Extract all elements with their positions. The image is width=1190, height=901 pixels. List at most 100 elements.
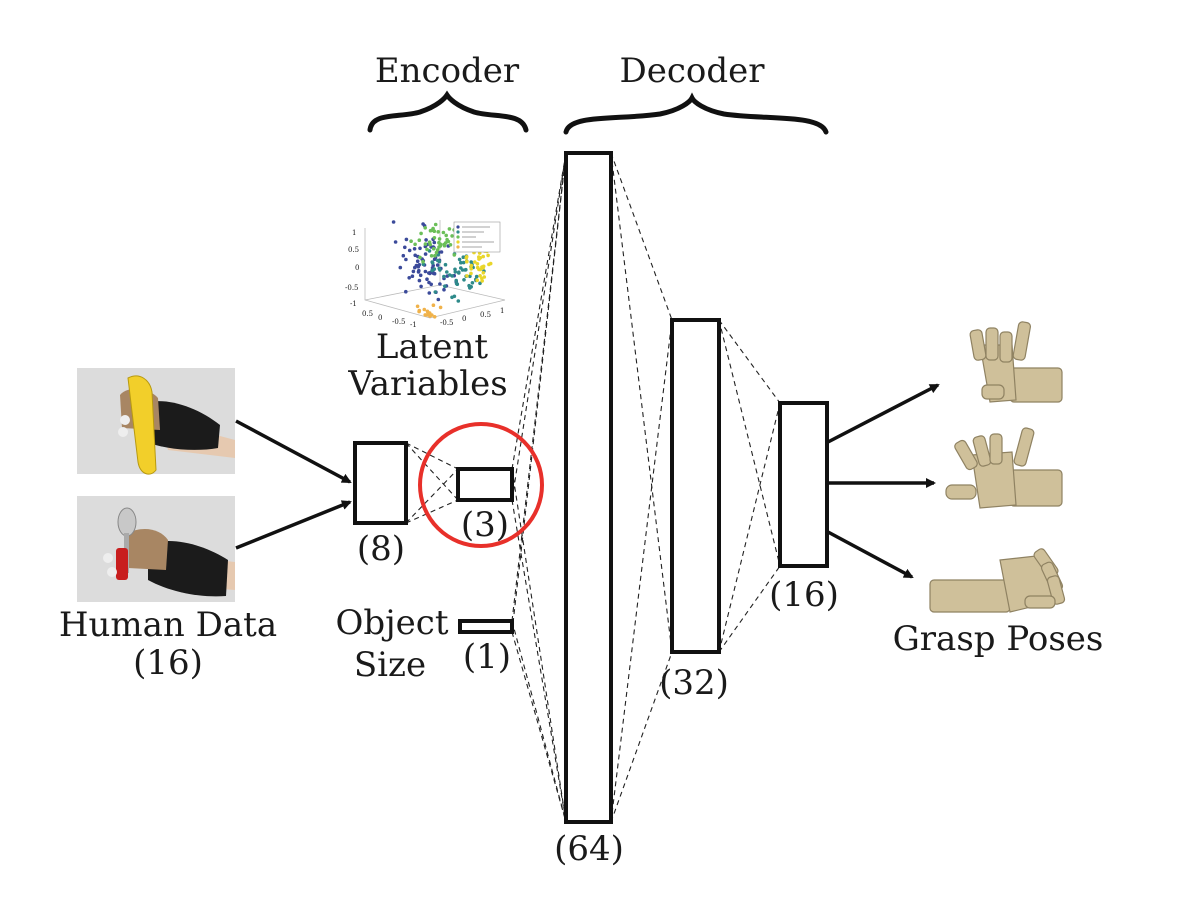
dashed-connections	[405, 152, 781, 823]
y-tick-label: 0	[355, 264, 359, 272]
latent-highlight-circle	[418, 422, 544, 548]
scatter-point	[427, 311, 432, 315]
layer-8-label: (8)	[357, 529, 405, 569]
scatter-point	[433, 253, 437, 258]
scatter-point	[474, 274, 479, 279]
scatter-point	[459, 266, 463, 270]
scatter-point	[432, 315, 437, 319]
layer-1-label: (1)	[463, 637, 511, 677]
scatter-point	[418, 255, 422, 260]
scatter-point	[419, 284, 423, 289]
input-arrow	[235, 419, 352, 484]
scatter-point	[411, 269, 416, 274]
scatter-point	[407, 276, 412, 280]
scatter-point	[433, 222, 438, 227]
scatter-point	[445, 270, 449, 274]
latent-label-line1: Latent	[376, 327, 489, 367]
layer-1-box	[458, 619, 514, 634]
scatter-point	[407, 248, 412, 253]
scatter-point	[435, 248, 440, 252]
scatter-point	[413, 242, 417, 247]
layer-64-label: (64)	[554, 829, 624, 869]
scatter-point	[398, 265, 403, 270]
scatter-point	[442, 287, 446, 292]
scatter-point	[404, 237, 409, 242]
scatter-point	[465, 259, 469, 264]
scatter-legend	[453, 221, 501, 253]
layer-3-label: (3)	[461, 505, 509, 545]
scatter-point	[447, 227, 452, 231]
y-tick-label: 0.5	[348, 246, 359, 254]
scatter-point	[442, 243, 447, 248]
scatter-point	[427, 291, 432, 295]
scatter-point	[469, 263, 474, 268]
scatter-point	[477, 255, 481, 259]
decoder-label: Decoder	[619, 51, 765, 91]
scatter-point	[425, 247, 429, 252]
object-size-label-line2: Size	[354, 645, 426, 685]
human-data-dim: (16)	[133, 643, 203, 683]
scatter-point	[454, 281, 459, 286]
x-tick-label: 0.5	[362, 310, 373, 318]
scatter-point	[453, 270, 458, 274]
scatter-point	[413, 253, 418, 258]
scatter-point	[418, 273, 423, 278]
layer-32-label: (32)	[659, 663, 729, 703]
scatter-point	[417, 278, 422, 283]
scatter-point	[463, 268, 468, 272]
scatter-point	[464, 254, 469, 259]
scatter-point	[469, 285, 474, 289]
scatter-point	[461, 260, 466, 265]
scatter-point	[433, 290, 438, 294]
x-tick-label: 0.5	[480, 311, 491, 319]
scatter-point	[425, 277, 429, 282]
y-tick-label: -1	[350, 300, 357, 308]
scatter-point	[468, 274, 472, 279]
scatter-point	[410, 274, 415, 279]
scatter-point	[475, 278, 480, 283]
scatter-point	[478, 267, 483, 272]
scatter-point	[438, 282, 442, 286]
y-tick-label: 1	[352, 229, 356, 237]
input-arrow	[235, 500, 352, 550]
scatter-point	[431, 246, 436, 251]
scatter-point	[436, 230, 441, 234]
scatter-point	[423, 313, 428, 317]
scatter-point	[404, 257, 408, 262]
legend-swatch	[456, 235, 460, 239]
scatter-point	[421, 259, 425, 264]
scatter-point	[437, 240, 441, 245]
scatter-point	[450, 234, 454, 238]
robot-hand-pose-1	[969, 321, 1063, 403]
scatter-point	[473, 260, 477, 264]
layer-32-box	[670, 318, 721, 654]
layer-3-box	[456, 467, 514, 502]
scatter-point	[424, 238, 428, 242]
object-size-label: Object	[335, 603, 448, 643]
scatter-point	[450, 295, 454, 300]
scatter-point	[432, 257, 437, 262]
robot-hand-pose-2	[945, 427, 1063, 509]
latent-scatter-plot: 1 0.5 0 -0.5 -1 0.5 0 -0.5 -1 -0.5 0 0.5…	[345, 220, 506, 329]
scatter-point	[404, 289, 408, 294]
x-tick-label: 0	[378, 314, 382, 322]
x-tick-label: -0.5	[392, 318, 406, 326]
scatter-point	[469, 267, 474, 271]
grasp-poses-label: Grasp Poses	[893, 619, 1104, 659]
scatter-point	[429, 254, 434, 258]
decoder-brace	[563, 92, 829, 135]
scatter-point	[486, 253, 490, 258]
scatter-point	[428, 314, 432, 318]
scatter-point	[437, 237, 442, 241]
legend-swatch	[456, 240, 460, 244]
scatter-point	[401, 253, 406, 258]
layer-16-box	[778, 401, 829, 568]
scatter-point	[462, 278, 466, 282]
scatter-point	[429, 282, 434, 287]
scatter-point	[436, 258, 440, 263]
legend-swatch	[456, 225, 460, 229]
scatter-point	[432, 240, 437, 245]
scatter-point	[416, 270, 421, 274]
scatter-point	[478, 281, 482, 286]
